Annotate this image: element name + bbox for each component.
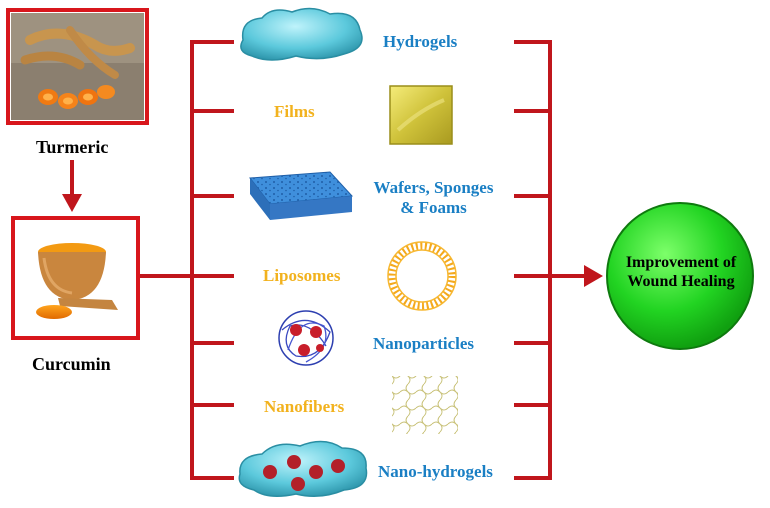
formulation-label-wafers-line2: & Foams xyxy=(400,197,467,217)
turmeric-label: Turmeric xyxy=(36,137,109,157)
formulation-label-nanofibers: Nanofibers xyxy=(264,397,345,416)
outcome-label-line2: Wound Healing xyxy=(627,273,735,291)
curcumin-bowl-photo xyxy=(11,216,140,340)
sponge-icon xyxy=(249,171,354,220)
formulation-label-hydrogels: Hydrogels xyxy=(383,32,458,51)
arrow-to-outcome xyxy=(552,265,603,287)
left-bracket xyxy=(190,40,234,480)
formulation-label-films: Films xyxy=(274,102,315,121)
formulation-label-wafers: Wafers, Sponges & Foams xyxy=(366,178,501,217)
right-bracket xyxy=(514,40,552,480)
outcome-label-line1: Improvement of xyxy=(625,254,737,271)
liposome-icon xyxy=(387,241,457,311)
formulation-label-nanoparticles: Nanoparticles xyxy=(373,334,475,353)
formulation-label-nano-hydrogels: Nano-hydrogels xyxy=(378,462,493,481)
nanoparticle-icon xyxy=(278,310,334,366)
film-icon xyxy=(389,85,453,145)
nanofiber-icon xyxy=(392,376,458,434)
nano-hydrogel-icon xyxy=(238,440,368,497)
arrow-turmeric-to-curcumin xyxy=(62,160,82,212)
formulation-label-wafers-line1: Wafers, Sponges xyxy=(373,178,494,197)
hydrogel-icon xyxy=(240,7,363,61)
curcumin-label: Curcumin xyxy=(32,354,111,374)
turmeric-photo xyxy=(6,8,149,125)
outcome-label: Improvement of Wound Healing xyxy=(606,253,756,291)
outcome-circle xyxy=(606,202,754,350)
formulation-label-liposomes: Liposomes xyxy=(263,266,341,285)
